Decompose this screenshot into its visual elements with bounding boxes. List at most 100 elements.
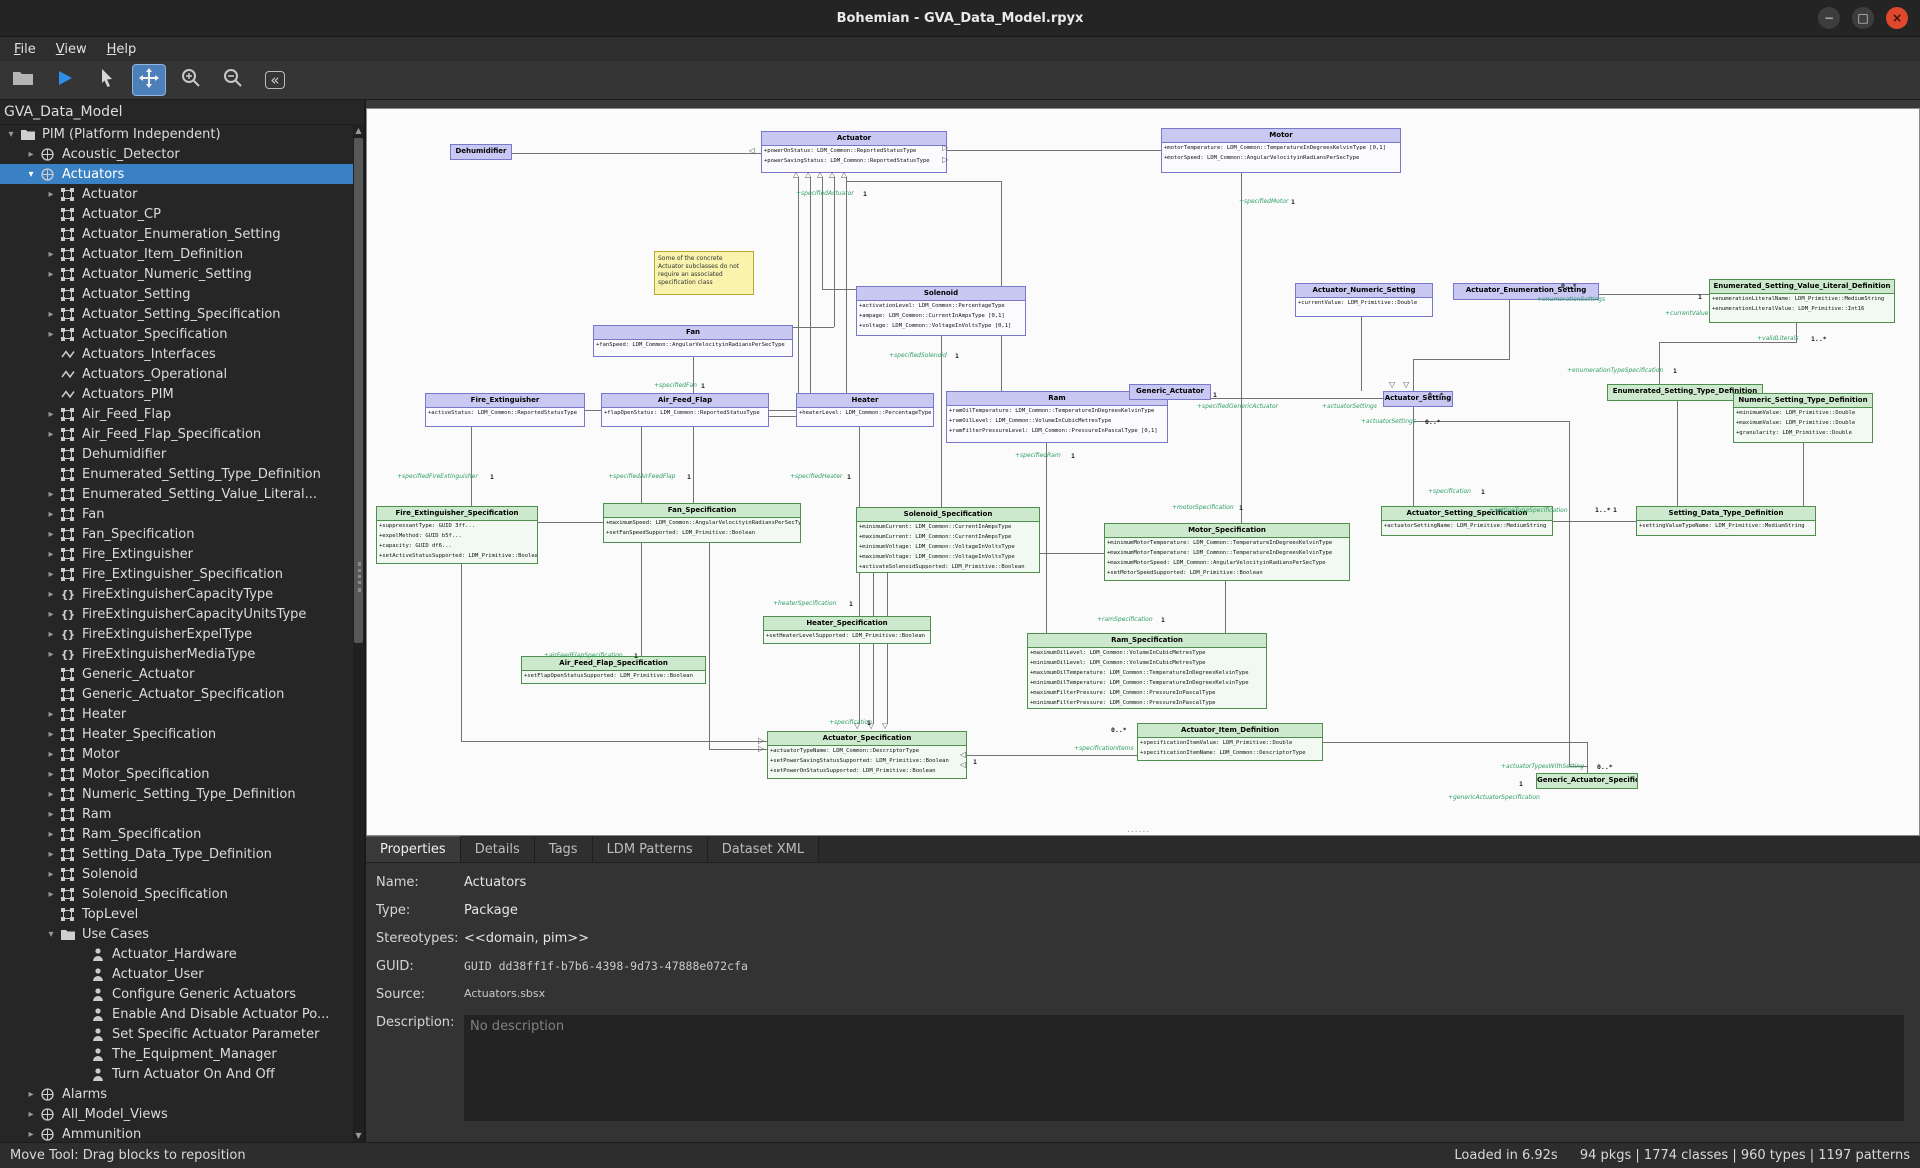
menu-help[interactable]: Help	[106, 41, 137, 57]
uml-class-actuator_item_definition[interactable]: Actuator_Item_Definition+specificationIt…	[1137, 723, 1323, 761]
tab-tags[interactable]: Tags	[534, 837, 593, 862]
tree-item-actuator-setting-specification[interactable]: ▸Actuator_Setting_Specification	[0, 304, 364, 324]
uml-class-actuator_setting_specification[interactable]: Actuator_Setting_Specification+actuatorS…	[1381, 506, 1553, 536]
tree-item-fireextinguishermediatype[interactable]: ▸{}FireExtinguisherMediaType	[0, 644, 364, 664]
scrollbar-thumb[interactable]	[354, 138, 363, 643]
tree-item-fan-specification[interactable]: ▸Fan_Specification	[0, 524, 364, 544]
collapsed-arrow-icon[interactable]: ▸	[28, 1108, 34, 1120]
select-tool-button[interactable]	[90, 64, 124, 96]
expanded-arrow-icon[interactable]: ▾	[48, 928, 54, 940]
collapsed-arrow-icon[interactable]: ▸	[48, 768, 54, 780]
tree-item-enumerated-setting-value-literal-[interactable]: ▸Enumerated_Setting_Value_Literal...	[0, 484, 364, 504]
tree-scrollbar[interactable]: ▲ ▼	[353, 124, 364, 1142]
tree-item-air-feed-flap-specification[interactable]: ▸Air_Feed_Flap_Specification	[0, 424, 364, 444]
scroll-up-icon[interactable]: ▲	[355, 126, 362, 135]
collapsed-arrow-icon[interactable]: ▸	[48, 308, 54, 320]
uml-class-actuator_enumeration_setting[interactable]: Actuator_Enumeration_Setting	[1453, 283, 1599, 300]
tree-item-enable-and-disable-actuator-po-[interactable]: Enable And Disable Actuator Po...	[0, 1004, 364, 1024]
collapsed-arrow-icon[interactable]: ▸	[48, 248, 54, 260]
move-tool-button[interactable]	[132, 64, 166, 96]
tree-item-solenoid-specification[interactable]: ▸Solenoid_Specification	[0, 884, 364, 904]
tree-item-set-specific-actuator-parameter[interactable]: Set Specific Actuator Parameter	[0, 1024, 364, 1044]
tree-item-fireextinguisherexpeltype[interactable]: ▸{}FireExtinguisherExpelType	[0, 624, 364, 644]
uml-class-fan[interactable]: Fan+fanSpeed: LDM_Common::AngularVelocit…	[593, 325, 793, 357]
sidebar-divider[interactable]	[364, 100, 366, 1142]
maximize-button[interactable]: □	[1852, 7, 1874, 29]
tree-item-actuator-setting[interactable]: Actuator_Setting	[0, 284, 364, 304]
tree-item-setting-data-type-definition[interactable]: ▸Setting_Data_Type_Definition	[0, 844, 364, 864]
tree-item-generic-actuator-specification[interactable]: Generic_Actuator_Specification	[0, 684, 364, 704]
zoom-out-button[interactable]	[216, 64, 250, 96]
minimize-button[interactable]: −	[1818, 7, 1840, 29]
tree-item-ammunition[interactable]: ▸Ammunition	[0, 1124, 364, 1142]
uml-class-fan_specification[interactable]: Fan_Specification+maximumSpeed: LDM_Comm…	[603, 503, 801, 543]
tree-item-actuator-enumeration-setting[interactable]: Actuator_Enumeration_Setting	[0, 224, 364, 244]
uml-class-fire_extinguisher[interactable]: Fire_Extinguisher+activeStatus: LDM_Comm…	[425, 393, 585, 427]
collapsed-arrow-icon[interactable]: ▸	[48, 528, 54, 540]
collapsed-arrow-icon[interactable]: ▸	[48, 848, 54, 860]
uml-class-fire_extinguisher_specification[interactable]: Fire_Extinguisher_Specification+suppress…	[376, 506, 538, 564]
tree-item-actuator-item-definition[interactable]: ▸Actuator_Item_Definition	[0, 244, 364, 264]
uml-class-motor_specification[interactable]: Motor_Specification+minimumMotorTemperat…	[1104, 523, 1350, 581]
collapsed-arrow-icon[interactable]: ▸	[48, 808, 54, 820]
collapsed-arrow-icon[interactable]: ▸	[48, 188, 54, 200]
collapsed-arrow-icon[interactable]: ▸	[48, 628, 54, 640]
uml-class-setting_data_type_definition[interactable]: Setting_Data_Type_Definition+settingValu…	[1636, 506, 1816, 536]
tree-item-actuators-operational[interactable]: Actuators_Operational	[0, 364, 364, 384]
uml-class-dehumidifier[interactable]: Dehumidifier	[450, 144, 512, 160]
tree-item-pim-platform-independent-[interactable]: ▾PIM (Platform Independent)	[0, 124, 364, 144]
tree-item-actuators[interactable]: ▾Actuators	[0, 164, 364, 184]
collapsed-arrow-icon[interactable]: ▸	[48, 748, 54, 760]
scroll-down-icon[interactable]: ▼	[355, 1131, 362, 1140]
collapsed-arrow-icon[interactable]: ▸	[48, 728, 54, 740]
collapsed-arrow-icon[interactable]: ▸	[28, 1088, 34, 1100]
tree-item-fireextinguishercapacitytype[interactable]: ▸{}FireExtinguisherCapacityType	[0, 584, 364, 604]
tab-ldm-patterns[interactable]: LDM Patterns	[592, 837, 708, 862]
tree-item-fire-extinguisher[interactable]: ▸Fire_Extinguisher	[0, 544, 364, 564]
tree-item-alarms[interactable]: ▸Alarms	[0, 1084, 364, 1104]
tree-item-heater[interactable]: ▸Heater	[0, 704, 364, 724]
tree-item-actuator-cp[interactable]: Actuator_CP	[0, 204, 364, 224]
uml-class-heater_specification[interactable]: Heater_Specification+setHeaterLevelSuppo…	[763, 616, 931, 644]
tree-item-fan[interactable]: ▸Fan	[0, 504, 364, 524]
tree-item-actuators-pim[interactable]: Actuators_PIM	[0, 384, 364, 404]
tree-item-actuators-interfaces[interactable]: Actuators_Interfaces	[0, 344, 364, 364]
tree-item-the-equipment-manager[interactable]: The_Equipment_Manager	[0, 1044, 364, 1064]
tree-item-actuator[interactable]: ▸Actuator	[0, 184, 364, 204]
tree-item-ram[interactable]: ▸Ram	[0, 804, 364, 824]
uml-class-numeric_setting_type_definition[interactable]: Numeric_Setting_Type_Definition+minimumV…	[1733, 393, 1873, 443]
tree-item-use-cases[interactable]: ▾Use Cases	[0, 924, 364, 944]
uml-class-generic_actuator[interactable]: Generic_Actuator	[1129, 384, 1211, 400]
collapsed-arrow-icon[interactable]: ▸	[48, 888, 54, 900]
uml-class-generic_actuator_specification[interactable]: Generic_Actuator_Specification	[1536, 773, 1638, 789]
collapsed-arrow-icon[interactable]: ▸	[48, 428, 54, 440]
tree-item-toplevel[interactable]: TopLevel	[0, 904, 364, 924]
collapsed-arrow-icon[interactable]: ▸	[48, 548, 54, 560]
tree-item-all-model-views[interactable]: ▸All_Model_Views	[0, 1104, 364, 1124]
close-button[interactable]: ×	[1886, 7, 1908, 29]
tree-item-generic-actuator[interactable]: Generic_Actuator	[0, 664, 364, 684]
tree-item-actuator-user[interactable]: Actuator_User	[0, 964, 364, 984]
collapsed-arrow-icon[interactable]: ▸	[28, 1128, 34, 1140]
expanded-arrow-icon[interactable]: ▾	[8, 128, 14, 140]
collapsed-arrow-icon[interactable]: ▸	[48, 408, 54, 420]
expanded-arrow-icon[interactable]: ▾	[28, 168, 34, 180]
tab-dataset-xml[interactable]: Dataset XML	[707, 837, 820, 862]
diagram-note[interactable]: Some of the concrete Actuator subclasses…	[654, 251, 754, 295]
tree-item-numeric-setting-type-definition[interactable]: ▸Numeric_Setting_Type_Definition	[0, 784, 364, 804]
uml-class-enumerated_setting_value_literal_definition[interactable]: Enumerated_Setting_Value_Literal_Definit…	[1709, 279, 1895, 323]
collapsed-arrow-icon[interactable]: ▸	[48, 588, 54, 600]
tree-item-acoustic-detector[interactable]: ▸Acoustic_Detector	[0, 144, 364, 164]
uml-class-actuator_setting[interactable]: Actuator_Setting	[1383, 391, 1453, 407]
tree-item-dehumidifier[interactable]: Dehumidifier	[0, 444, 364, 464]
collapsed-arrow-icon[interactable]: ▸	[48, 868, 54, 880]
tree-item-motor-specification[interactable]: ▸Motor_Specification	[0, 764, 364, 784]
open-folder-button[interactable]	[6, 64, 40, 96]
tree-item-heater-specification[interactable]: ▸Heater_Specification	[0, 724, 364, 744]
tree-item-turn-actuator-on-and-off[interactable]: Turn Actuator On And Off	[0, 1064, 364, 1084]
collapsed-arrow-icon[interactable]: ▸	[48, 708, 54, 720]
tab-details[interactable]: Details	[460, 837, 535, 862]
tree-item-solenoid[interactable]: ▸Solenoid	[0, 864, 364, 884]
collapsed-arrow-icon[interactable]: ▸	[48, 268, 54, 280]
tree-item-air-feed-flap[interactable]: ▸Air_Feed_Flap	[0, 404, 364, 424]
